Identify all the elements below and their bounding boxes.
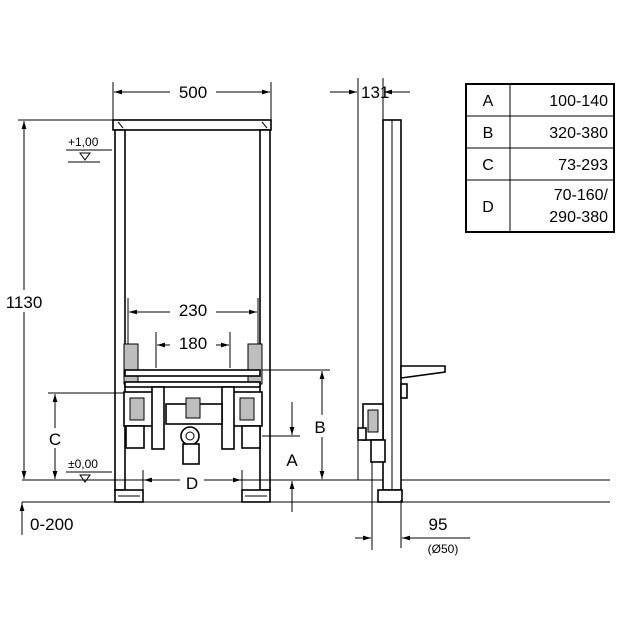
label-a: A: [286, 451, 298, 470]
table-row-b-key: B: [483, 125, 494, 142]
table-row-c-key: C: [482, 157, 494, 174]
table-row-d-value-line1: 70-160/: [554, 187, 609, 204]
label-d: D: [186, 474, 198, 493]
level-top-label: +1,00: [68, 135, 99, 149]
right-mounting-plate: [247, 343, 263, 385]
left-strut: [151, 386, 165, 450]
left-mounting-plate: [123, 343, 139, 385]
label-b: B: [314, 418, 325, 437]
width-dimension: 500: [179, 83, 207, 102]
lower-rail: [124, 381, 261, 388]
top-crossbar: [112, 119, 272, 131]
label-c: C: [49, 430, 61, 449]
drain-connection: [180, 426, 200, 446]
upper-rail: [124, 369, 261, 377]
spacing-inner-dimension: 180: [179, 334, 207, 353]
spacing-outer-dimension: 230: [179, 301, 207, 320]
table-row-b-value: 320-380: [549, 125, 608, 142]
drain-pipe: [182, 443, 200, 465]
table-row-a-key: A: [483, 93, 494, 110]
side-view: [357, 119, 446, 550]
right-strut: [221, 386, 235, 450]
front-dimensions: 500 1130 +1,00 ±0,00 C 230 180: [0, 82, 333, 535]
left-post: [114, 129, 126, 491]
level-zero-label: ±0,00: [68, 457, 98, 471]
pipe-offset-dimension: 95: [429, 515, 448, 534]
side-foot: [377, 489, 403, 503]
table-row-d-value-line2: 290-380: [549, 209, 608, 226]
depth-dimension: 131: [361, 83, 389, 102]
side-support-bracket: [400, 365, 446, 379]
pipe-diameter-label: (Ø50): [428, 542, 459, 556]
table-row-d-key: D: [482, 199, 494, 216]
side-dimensions: 131 95 (Ø50): [330, 78, 470, 556]
floor-range-dimension: 0-200: [30, 515, 73, 534]
table-row-a-value: 100-140: [549, 93, 608, 110]
front-view: [112, 119, 272, 503]
height-dimension: 1130: [6, 293, 43, 312]
table-row-c-value: 73-293: [558, 157, 608, 174]
dimension-table: A 100-140 B 320-380 C 73-293 D 70-160/ 2…: [465, 83, 615, 233]
